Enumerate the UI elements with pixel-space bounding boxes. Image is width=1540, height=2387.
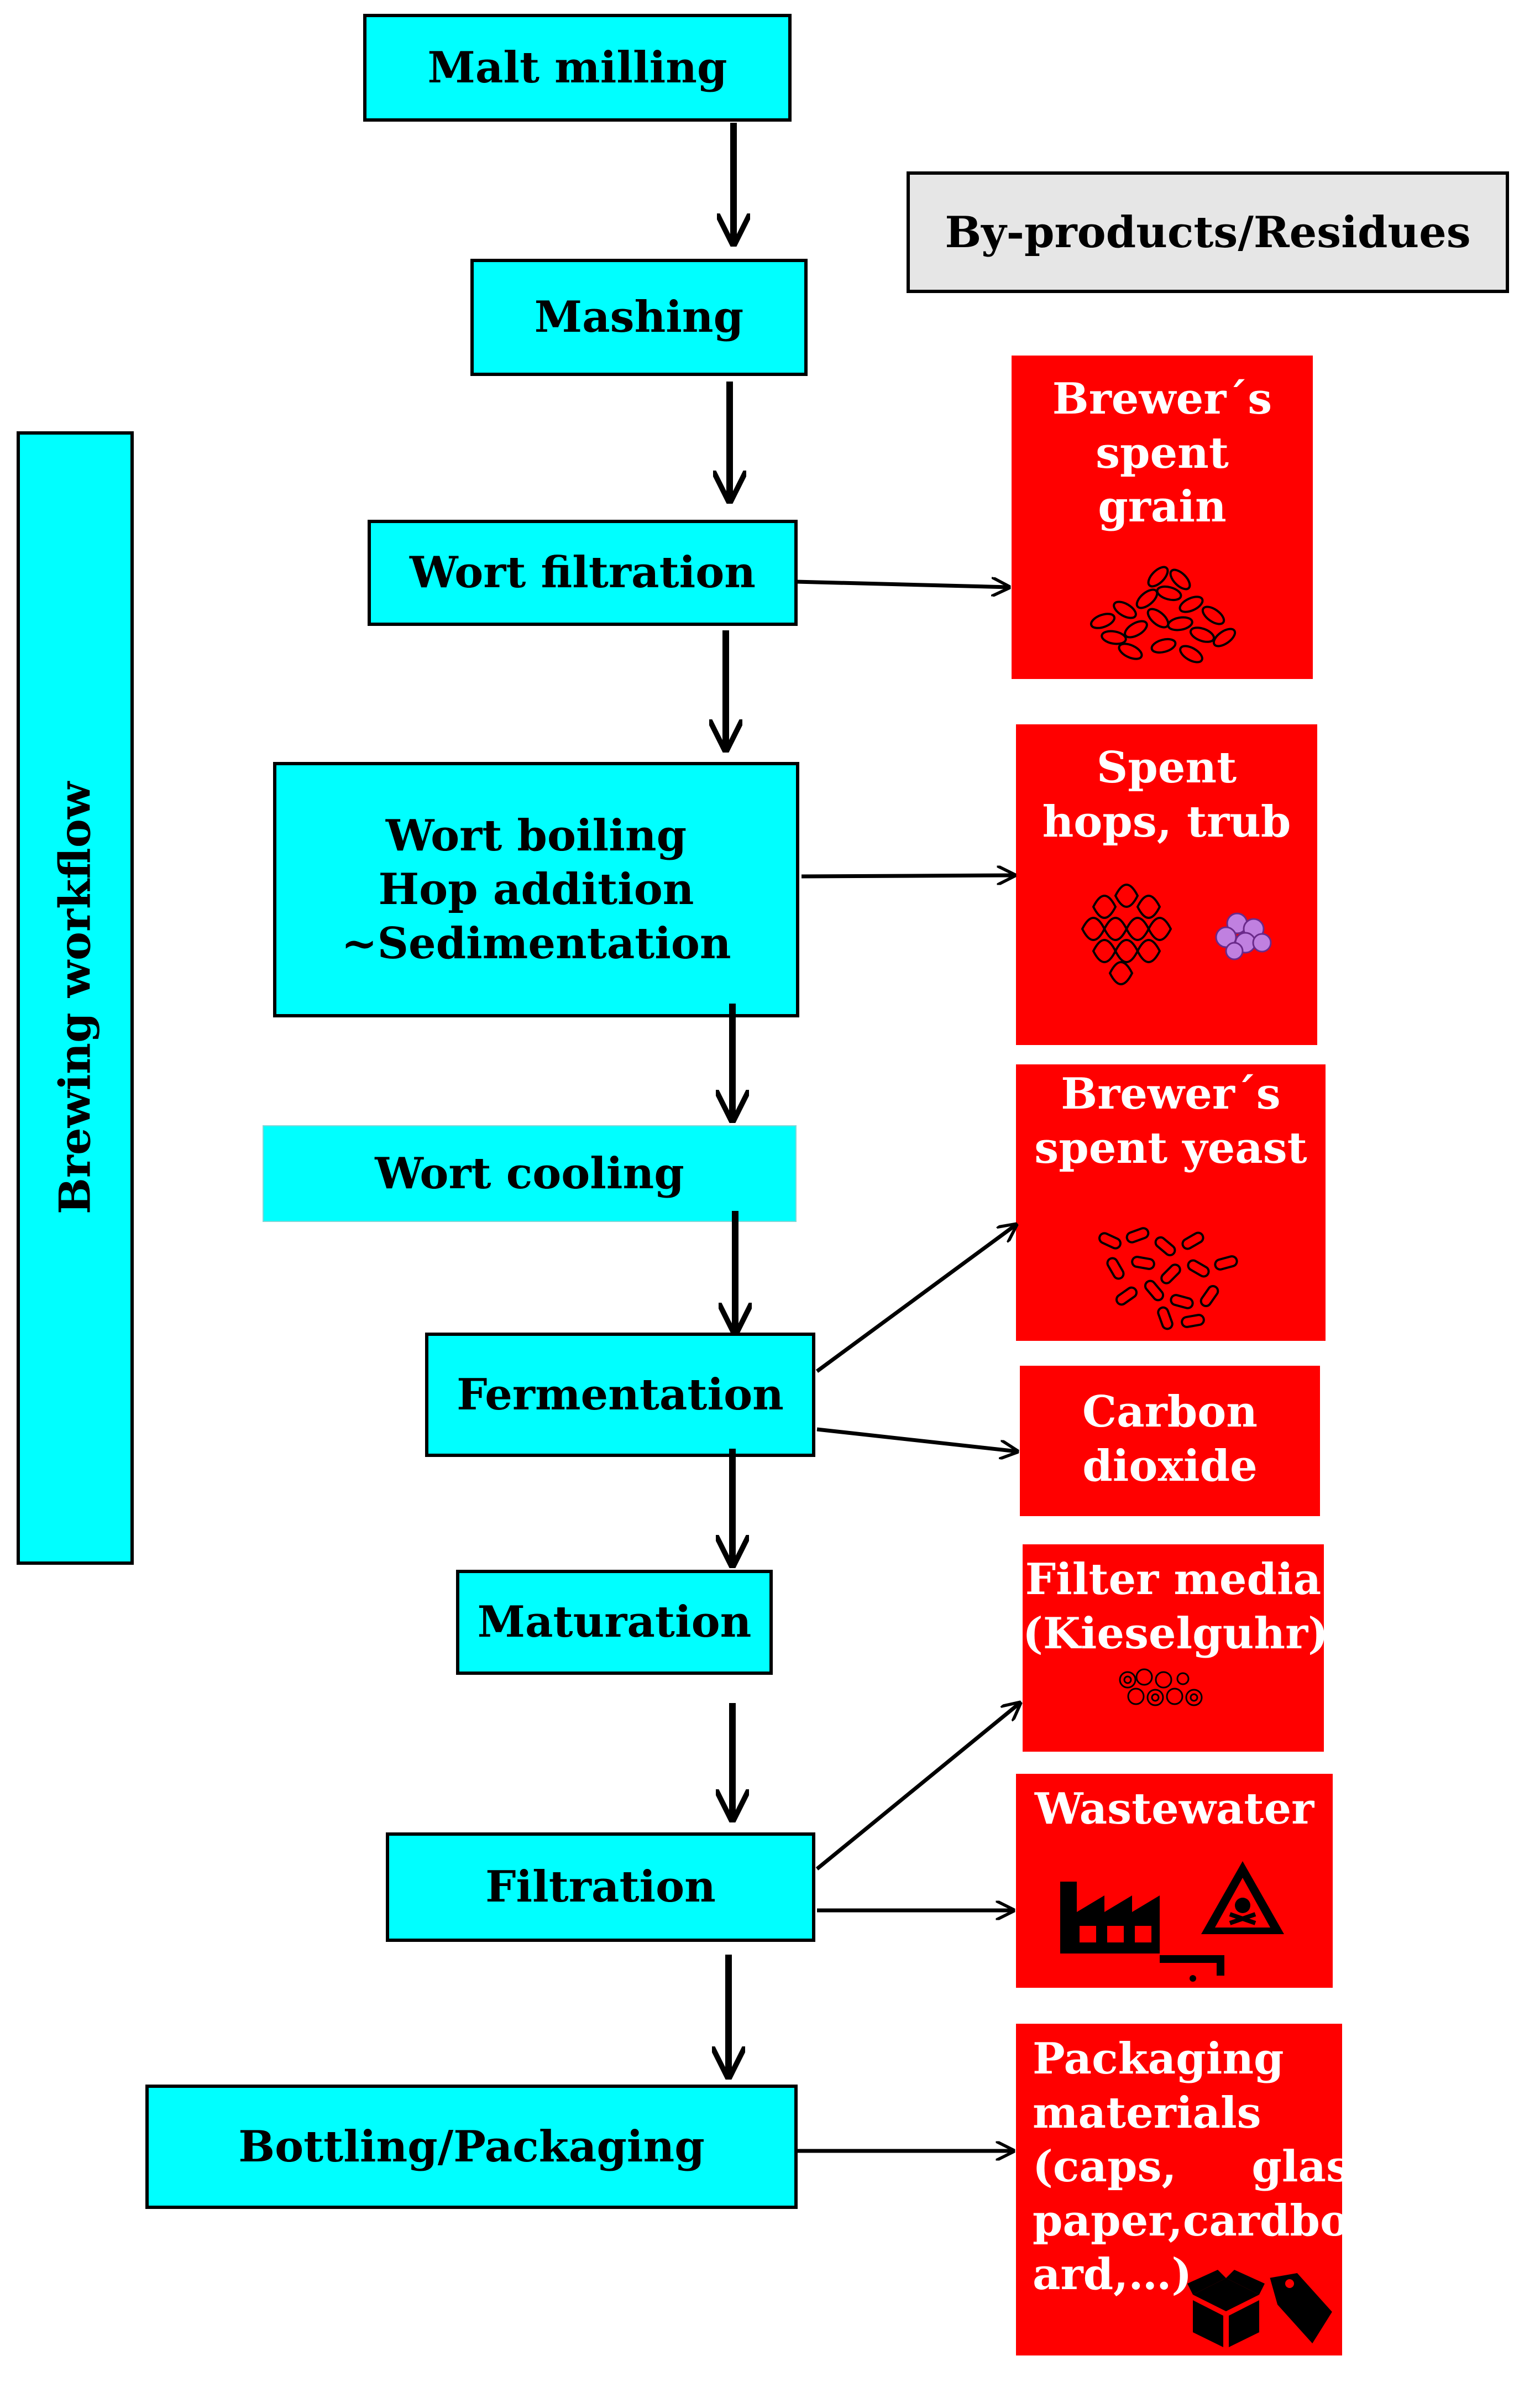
residue-label-line: Carbon [1082, 1387, 1258, 1437]
residue-label-line: Brewer´s [1052, 374, 1272, 424]
step-wort-filtration: Wort filtration [368, 520, 798, 626]
arrow-right [801, 875, 1014, 876]
residue-label-line: Filter media [1025, 1554, 1322, 1605]
residue-label-line: hops, trub [1042, 796, 1291, 847]
legend-label: By-products/Residues [945, 207, 1471, 258]
residue-label-line: (Kieselguhr) [1023, 1608, 1329, 1659]
residue-label-line: ard,…) [1033, 2249, 1192, 2300]
step-label: Fermentation [457, 1369, 784, 1420]
factory-icon [1060, 1882, 1160, 1954]
residue-label-line: dioxide [1082, 1440, 1258, 1491]
residue-carbon-dioxide: Carbon dioxide [1020, 1366, 1320, 1516]
step-label: Maturation [477, 1597, 752, 1648]
arrow-right [816, 1427, 1017, 1451]
step-mashing: Mashing [470, 259, 808, 376]
tag-icon [1270, 2273, 1332, 2344]
pipe-icon [1160, 1955, 1224, 1982]
box-icon [1187, 2270, 1265, 2347]
residue-label-line: spent [1096, 427, 1229, 478]
residue-spent-yeast: Brewer´s spent yeast [1016, 1064, 1326, 1341]
workflow-bar: Brewing workflow [17, 431, 134, 1565]
spent-grain-icon [1089, 566, 1237, 664]
arrow-right [795, 582, 1009, 587]
residue-spent-grain: Brewer´s spent grain [1012, 356, 1313, 679]
step-wort-boiling: Wort boiling Hop addition ~Sedimentation [273, 762, 799, 1017]
residue-label-line: Wastewater [1034, 1784, 1314, 1834]
step-label: Malt milling [427, 42, 727, 93]
step-bottling-packaging: Bottling/Packaging [145, 2085, 798, 2209]
arrow-right [815, 1703, 1020, 1871]
residue-label-line: grain [1098, 482, 1227, 532]
step-malt-milling: Malt milling [363, 14, 792, 122]
step-fermentation: Fermentation [425, 1333, 815, 1457]
residue-label-line: paper,cardbo [1033, 2195, 1349, 2246]
hops-icon [1081, 884, 1272, 985]
step-label-line: Wort boiling [385, 810, 687, 861]
yeast-icon [1098, 1227, 1238, 1330]
step-maturation: Maturation [456, 1570, 773, 1675]
residue-packaging-materials: Packaging materials (caps, glass, paper,… [1016, 2024, 1390, 2355]
arrow-right [815, 1225, 1016, 1373]
residue-wastewater: Wastewater [1016, 1774, 1333, 1988]
kieselguhr-icon [1119, 1668, 1203, 1706]
hazard-icon [1201, 1861, 1284, 1934]
residue-label-line: Packaging [1033, 2034, 1284, 2084]
step-label: Bottling/Packaging [238, 2121, 705, 2172]
step-label: Wort filtration [410, 547, 756, 598]
step-label: Filtration [485, 1862, 716, 1913]
residue-label-line: materials [1033, 2087, 1261, 2138]
residue-filter-media: Filter media (Kieselguhr) [1023, 1544, 1329, 1752]
legend-box: By-products/Residues [907, 171, 1509, 293]
step-label-line: Hop addition [378, 864, 694, 915]
step-filtration: Filtration [386, 1832, 815, 1942]
step-wort-cooling: Wort cooling [263, 1125, 797, 1222]
residue-label-line: spent yeast [1034, 1122, 1307, 1173]
step-label-line: ~Sedimentation [341, 918, 731, 969]
step-label: Wort cooling [375, 1148, 684, 1199]
residue-label-line: Brewer´s [1061, 1069, 1281, 1119]
residue-spent-hops: Spent hops, trub [1016, 724, 1317, 1045]
step-label: Mashing [534, 292, 744, 343]
residue-label-line: Spent [1096, 743, 1237, 793]
